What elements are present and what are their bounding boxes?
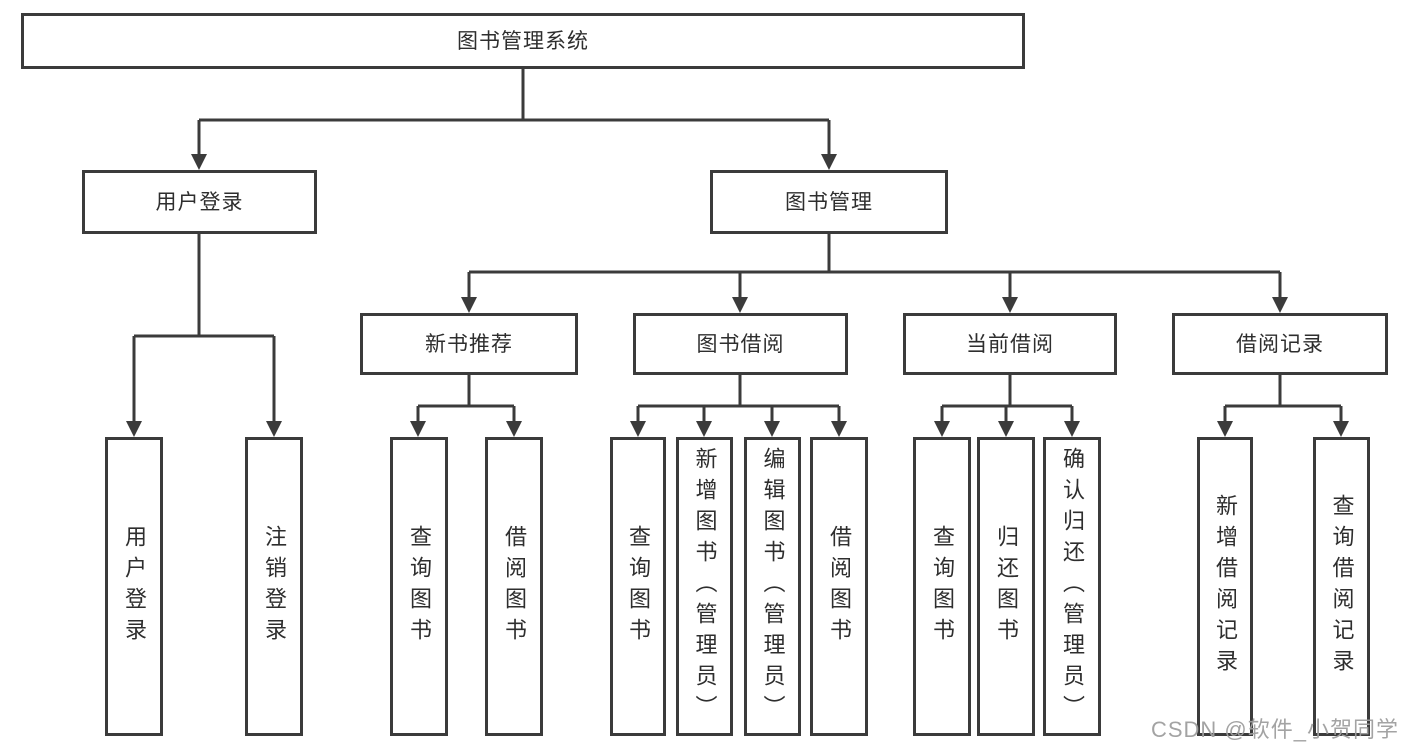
leaf-add-borrow-record: 新增借阅记录 (1197, 437, 1253, 736)
node-label: 注销登录 (262, 524, 287, 649)
node-label: 用户登录 (122, 524, 147, 649)
node-label: 借阅图书 (827, 524, 852, 649)
leaf-query-books-recommend: 查询图书 (390, 437, 448, 736)
node-label: 编辑图书（管理员） (760, 447, 786, 726)
node-book-borrowing: 图书借阅 (633, 313, 848, 375)
node-label: 新增图书（管理员） (692, 447, 718, 726)
node-label: 新书推荐 (425, 332, 513, 356)
node-label: 查询图书 (407, 524, 432, 649)
node-label: 用户登录 (155, 190, 244, 214)
node-label: 图书借阅 (696, 332, 785, 356)
node-label: 图书管理 (785, 190, 873, 214)
leaf-logout: 注销登录 (245, 437, 303, 736)
leaf-add-book-admin: 新增图书（管理员） (676, 437, 733, 736)
node-label: 查询借阅记录 (1329, 493, 1355, 680)
node-library-management-system: 图书管理系统 (21, 13, 1025, 69)
csdn-watermark: CSDN @软件_小贺同学 (1150, 717, 1399, 742)
leaf-return-books: 归还图书 (977, 437, 1035, 736)
node-label: 查询图书 (930, 524, 955, 649)
node-label: 图书管理系统 (457, 29, 589, 53)
leaf-borrow-books: 借阅图书 (810, 437, 868, 736)
leaf-query-books-current: 查询图书 (913, 437, 971, 736)
node-borrowing-records: 借阅记录 (1172, 313, 1388, 375)
node-current-borrowing: 当前借阅 (903, 313, 1117, 375)
node-user-login: 用户登录 (82, 170, 317, 234)
leaf-query-books-borrow: 查询图书 (610, 437, 666, 736)
leaf-confirm-return-admin: 确认归还（管理员） (1043, 437, 1101, 736)
node-book-management: 图书管理 (710, 170, 948, 234)
node-new-book-recommend: 新书推荐 (360, 313, 578, 375)
node-label: 新增借阅记录 (1213, 493, 1238, 680)
leaf-user-login: 用户登录 (105, 437, 163, 736)
node-label: 确认归还（管理员） (1060, 447, 1085, 726)
node-label: 当前借阅 (966, 332, 1054, 356)
leaf-borrow-books-recommend: 借阅图书 (485, 437, 543, 736)
leaf-edit-book-admin: 编辑图书（管理员） (744, 437, 801, 736)
node-label: 借阅记录 (1236, 332, 1324, 356)
node-label: 查询图书 (626, 524, 651, 649)
leaf-query-borrow-record: 查询借阅记录 (1313, 437, 1370, 736)
node-label: 归还图书 (994, 524, 1019, 649)
node-label: 借阅图书 (502, 524, 527, 649)
